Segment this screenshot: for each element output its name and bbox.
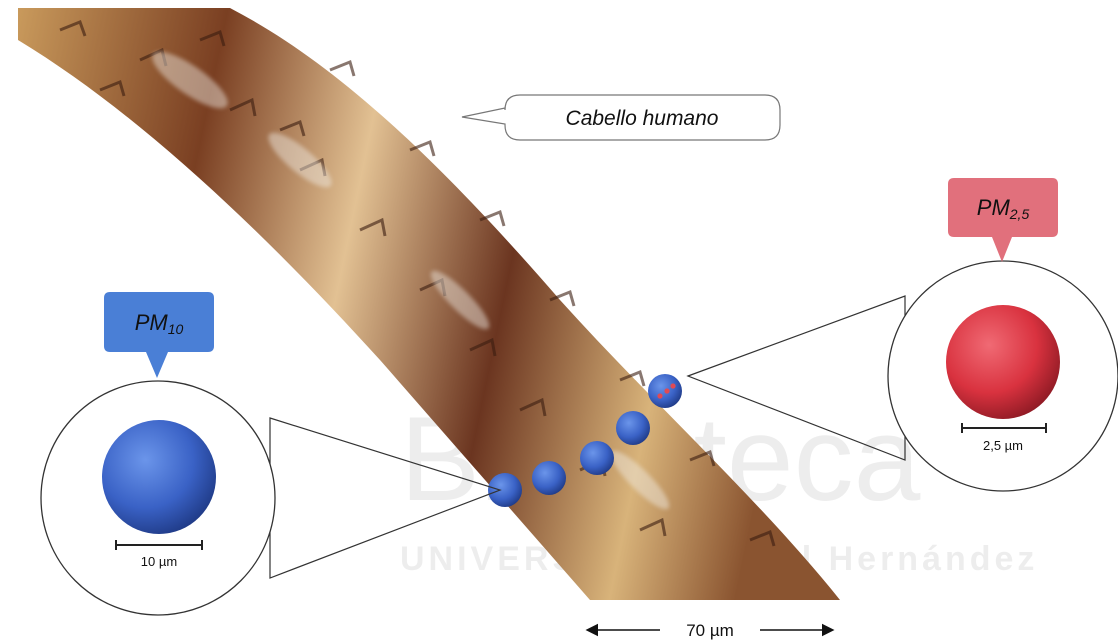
pm25-scale-text: 2,5 µm [983,438,1023,453]
pm25-large-particle [946,305,1060,419]
particle-pm10-1 [488,473,522,507]
hair-callout: Cabello humano [462,95,780,140]
pm10-tag: PM10 [104,292,214,378]
particle-pm10-3 [580,441,614,475]
pm10-label-sub: 10 [168,321,184,337]
particle-pm10-2 [532,461,566,495]
pm25-label-main: PM [977,195,1011,220]
pm10-scale-text: 10 µm [141,554,177,569]
hair-width-scale: 70 µm [588,621,832,640]
pm10-large-particle [102,420,216,534]
pm25-label-sub: 2,5 [1009,206,1030,222]
hair-width-text: 70 µm [686,621,734,640]
pm25-tag: PM2,5 [948,178,1058,262]
hair-label: Cabello humano [566,107,719,130]
particle-pm10-4 [616,411,650,445]
pm10-label-main: PM [135,310,169,335]
